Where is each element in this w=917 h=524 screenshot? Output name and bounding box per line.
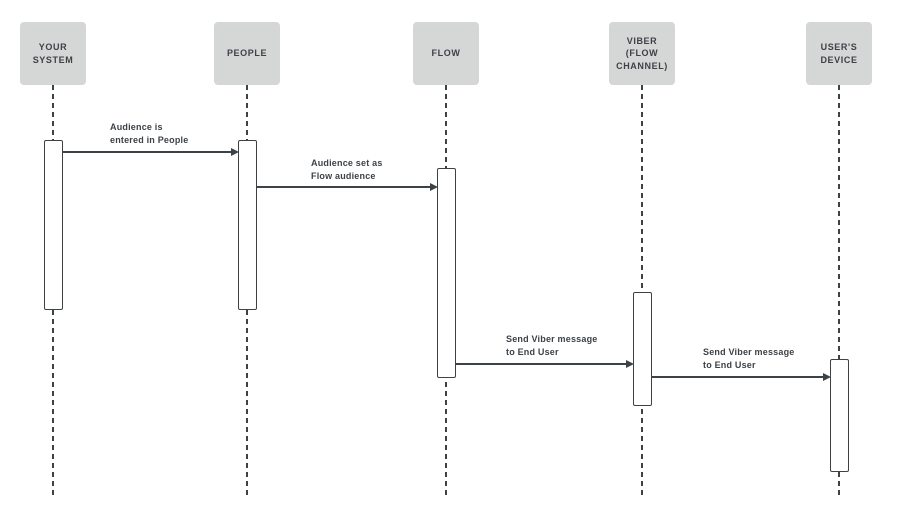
arrowhead-icon xyxy=(230,147,239,156)
activation-bar-viber-flow-channel xyxy=(632,292,652,406)
message-label-1: Audience is entered in People xyxy=(110,122,189,145)
message-label-4: Send Viber message to End User xyxy=(703,347,795,370)
arrowhead-icon xyxy=(625,359,634,368)
activation-bar-people xyxy=(237,140,257,310)
actor-box-user-s-device: USER'S DEVICE xyxy=(806,22,872,85)
lifeline-user-s-device xyxy=(838,85,840,499)
message-label-3: Send Viber message to End User xyxy=(506,334,598,357)
activation-bar-flow xyxy=(436,168,456,378)
message-arrow-3 xyxy=(455,359,634,368)
arrowhead-icon xyxy=(429,182,438,191)
actor-box-people: PEOPLE xyxy=(214,22,280,85)
message-label-2: Audience set as Flow audience xyxy=(311,158,383,181)
arrowhead-icon xyxy=(822,372,831,381)
actor-box-viber-flow-channel: VIBER (FLOW CHANNEL) xyxy=(609,22,675,85)
message-arrow-4 xyxy=(651,372,831,381)
activation-bar-your-system xyxy=(43,140,63,310)
actor-box-flow: FLOW xyxy=(413,22,479,85)
message-arrow-1 xyxy=(62,147,239,156)
activation-bar-user-s-device xyxy=(829,359,849,472)
message-arrow-2 xyxy=(256,182,438,191)
actor-box-your-system: YOUR SYSTEM xyxy=(20,22,86,85)
